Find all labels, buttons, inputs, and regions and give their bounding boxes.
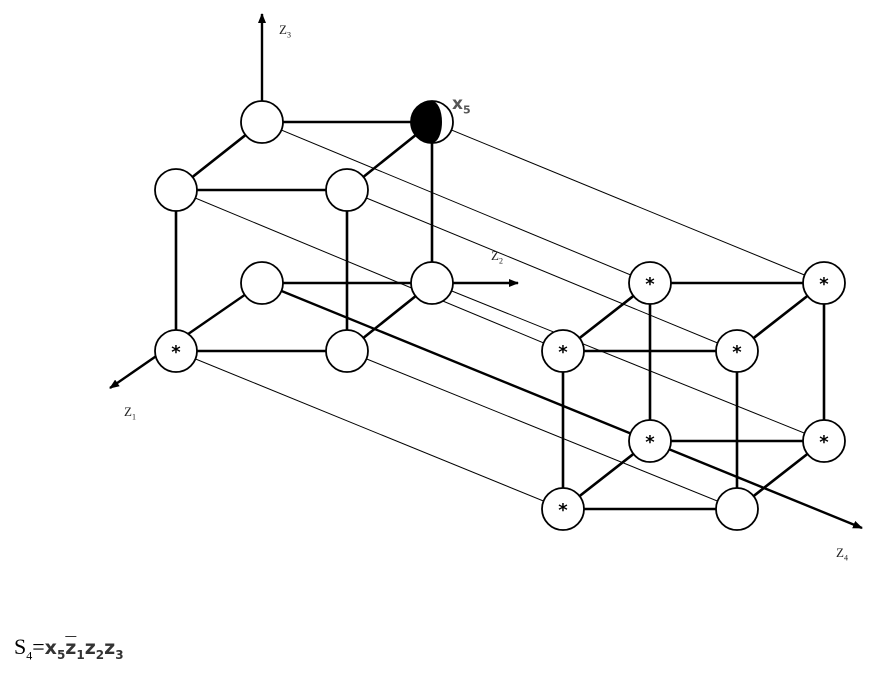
connecting-lines — [175, 121, 825, 510]
node — [802, 419, 846, 463]
node-marks: * * * * * * * * — [171, 274, 829, 521]
connector-line — [346, 350, 738, 510]
node — [154, 168, 198, 212]
node — [541, 487, 585, 531]
star-mark: * — [171, 342, 181, 363]
node — [325, 168, 369, 212]
node — [715, 487, 759, 531]
star-mark: * — [645, 274, 655, 295]
axis-label-z4: Z4 — [836, 545, 848, 563]
formula-term: z3 — [104, 637, 124, 662]
connector-line — [431, 282, 825, 442]
connector-line — [346, 189, 738, 352]
node — [240, 100, 284, 144]
connector-line — [175, 350, 564, 510]
formula-lhs: S4= — [14, 634, 45, 663]
node — [715, 329, 759, 373]
node — [410, 261, 454, 305]
formula-term: x5 — [44, 637, 66, 662]
star-mark: * — [732, 342, 742, 363]
axis-label-z1: Z1 — [124, 404, 136, 422]
node — [325, 329, 369, 373]
node — [802, 261, 846, 305]
axis-label-z2: Z2 — [491, 248, 503, 266]
axes — [109, 13, 863, 530]
star-mark: * — [819, 274, 829, 295]
formula-term: z2 — [84, 637, 105, 662]
formula-rhs: x5z1z2z3 — [44, 637, 124, 662]
node — [628, 419, 672, 463]
node — [154, 329, 198, 373]
axis-label-z3: Z3 — [279, 22, 291, 40]
star-mark: * — [558, 342, 568, 363]
star-mark: * — [558, 500, 568, 521]
left-cube-nodes — [154, 100, 454, 373]
marked-vertex-x5 — [410, 100, 454, 144]
star-mark: * — [819, 432, 829, 453]
formula-term: z1 — [65, 637, 85, 662]
connector-line — [175, 189, 564, 352]
marked-vertex-label: x5 — [452, 94, 471, 117]
right-cube-edges — [561, 281, 826, 511]
connector-line — [261, 121, 651, 284]
node — [541, 329, 585, 373]
node — [628, 261, 672, 305]
right-cube-nodes — [541, 261, 846, 531]
node — [240, 261, 284, 305]
formula: S4=x5z1z2z3 — [14, 634, 124, 663]
star-mark: * — [645, 432, 655, 453]
connector-line — [431, 121, 825, 284]
